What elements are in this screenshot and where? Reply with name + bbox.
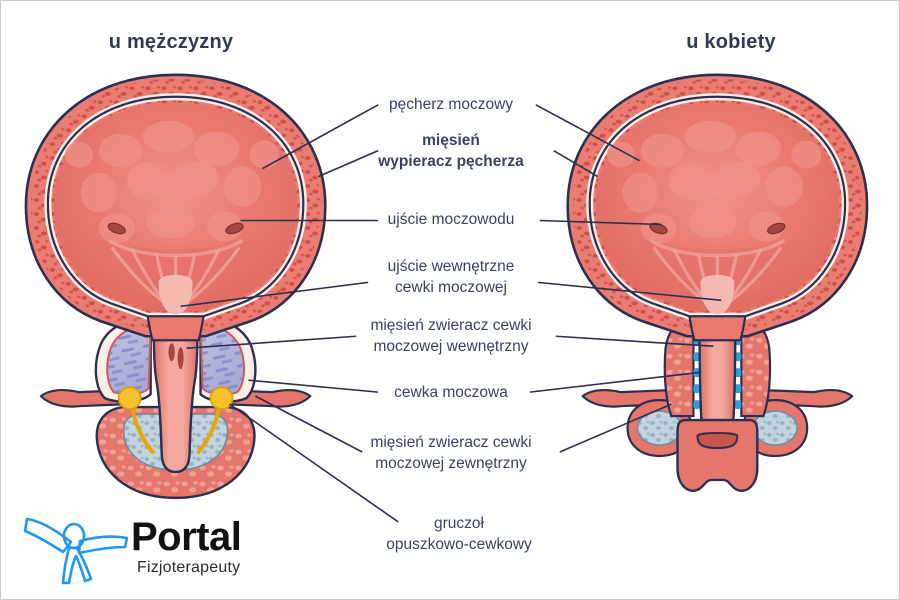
logo-subtitle: Fizjoterapeuty (137, 559, 241, 576)
label-internal-urethral-orifice: ujście wewnętrzne cewki moczowej (387, 258, 515, 296)
leader-bladder-male (262, 104, 379, 170)
label-ureter-orifice: ujście moczowodu (387, 211, 515, 228)
female-bladder (566, 73, 869, 342)
leader-ureter-female (539, 219, 662, 226)
male-bladder (24, 73, 327, 342)
leader-esphincter-male (255, 395, 363, 453)
leader-detrusor-female (553, 149, 599, 178)
leader-detrusor-male (317, 149, 379, 178)
label-bladder: pęcherz moczowy (388, 96, 514, 113)
leader-isphincter-male (186, 335, 357, 350)
heading-male: u mężczyzny (108, 31, 234, 53)
leader-iuo-male (180, 281, 369, 308)
female-urethral-meatus (676, 418, 759, 492)
leader-iuo-female (537, 281, 722, 302)
label-external-sphincter: mięsień zwieracz cewki moczowej zewnętrz… (370, 434, 532, 472)
label-internal-sphincter: mięsień zwieracz cewki moczowej wewnętrz… (370, 317, 532, 355)
leader-esphincter-female (559, 403, 672, 453)
female-anatomy-group (566, 73, 869, 492)
leader-lines (180, 104, 722, 523)
male-urethra (151, 299, 200, 474)
male-anatomy-group (24, 73, 327, 500)
leader-isphincter-female (555, 335, 714, 348)
portal-fizjoterapeuty-logo: Portal Fizjoterapeuty (19, 509, 269, 587)
stick-figure-icon (23, 517, 129, 585)
leader-bladder-female (535, 104, 640, 162)
label-bulbourethral-gland: gruczoł opuszkowo-cewkowy (386, 515, 532, 553)
label-urethra: cewka moczowa (394, 384, 508, 401)
heading-female: u kobiety (686, 31, 776, 53)
bulbourethral-glands (117, 386, 234, 454)
label-detrusor: mięsień wypieracz pęcherza (378, 132, 524, 170)
logo-wordmark: Portal (131, 515, 242, 559)
leader-bulbourethral (229, 403, 399, 523)
leader-urethra-female (529, 371, 702, 393)
leader-urethra-male (248, 379, 379, 393)
female-vestibular-bulbs (626, 399, 809, 458)
